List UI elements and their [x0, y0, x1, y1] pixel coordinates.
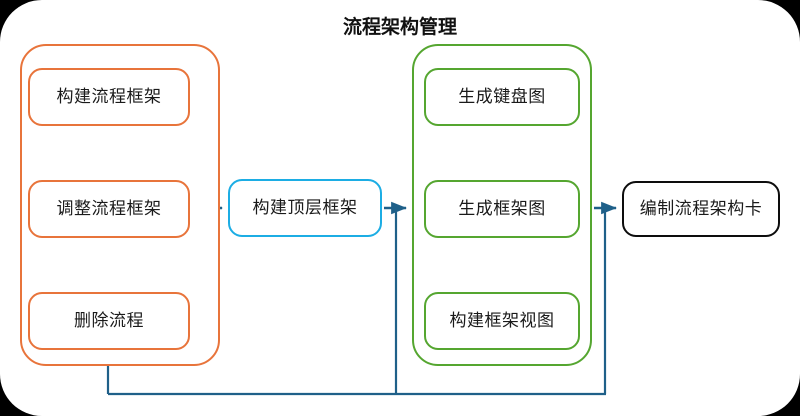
node-build-frame-view[interactable]: 构建框架视图 — [424, 292, 580, 350]
node-adjust-frame[interactable]: 调整流程框架 — [28, 180, 190, 238]
node-delete-process[interactable]: 删除流程 — [28, 292, 190, 350]
node-build-frame[interactable]: 构建流程框架 — [28, 68, 190, 126]
node-generate-keyboard-map[interactable]: 生成键盘图 — [424, 68, 580, 126]
node-generate-frame-map[interactable]: 生成框架图 — [424, 180, 580, 238]
node-compile-arch-card[interactable]: 编制流程架构卡 — [622, 181, 780, 237]
page-title: 流程架构管理 — [342, 17, 457, 38]
node-build-top-frame[interactable]: 构建顶层框架 — [228, 179, 382, 237]
